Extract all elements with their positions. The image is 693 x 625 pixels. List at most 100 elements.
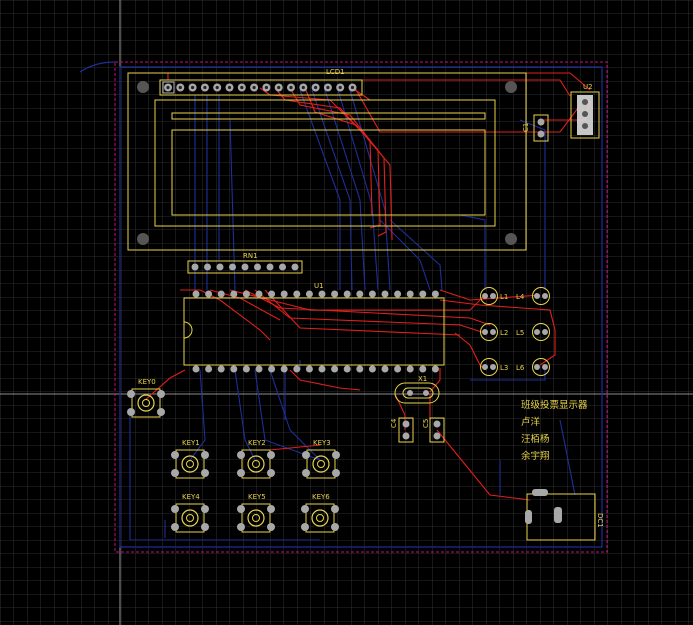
rn1-pads: [191, 263, 299, 271]
key-pad: [201, 505, 209, 513]
key-pad: [201, 523, 209, 531]
lcd-pad-hole: [264, 85, 268, 90]
key-switch-key0[interactable]: KEY0: [127, 378, 165, 418]
capacitor-c1[interactable]: C1: [522, 114, 549, 142]
lcd-pad-hole: [338, 85, 342, 90]
key-switch-key2[interactable]: KEY2: [237, 439, 275, 479]
led-pad: [534, 329, 540, 335]
u1-pad-top: [217, 290, 225, 298]
rn1-designator: RN1: [243, 252, 258, 260]
u1-pad-top: [368, 290, 376, 298]
x1-designator: X1: [418, 375, 427, 383]
led-pad: [482, 364, 488, 370]
key-switch-key6[interactable]: KEY6: [301, 493, 339, 533]
key3-designator: KEY3: [313, 439, 331, 447]
regulator-u2[interactable]: U2: [570, 83, 600, 139]
u1-pad-top: [318, 290, 326, 298]
led-l4[interactable]: L4: [516, 287, 550, 305]
u1-pads: [192, 290, 439, 373]
lcd-pad-hole: [326, 85, 330, 90]
key-pad: [201, 451, 209, 459]
title-line-3: 汪栢杨: [521, 433, 550, 445]
led-pad: [534, 293, 540, 299]
u1-pad-bottom: [368, 365, 376, 373]
u1-pad-bottom: [381, 365, 389, 373]
board-title-block: 班级投票显示器 卢洋 汪栢杨 余宇翔: [521, 399, 588, 462]
key-pad: [201, 469, 209, 477]
board-outline: [114, 61, 608, 553]
rn1-pad: [241, 263, 249, 271]
lcd-pad-hole: [289, 85, 293, 90]
resistor-network-rn1[interactable]: RN1: [187, 252, 303, 274]
lcd-pad-hole: [314, 85, 318, 90]
key-pad: [332, 451, 340, 459]
u1-pad-top: [356, 290, 364, 298]
rn1-pad: [229, 263, 236, 271]
key5-designator: KEY5: [248, 493, 266, 501]
u1-pad-bottom: [293, 365, 301, 373]
u2-designator: U2: [583, 83, 593, 91]
led-l5[interactable]: L5: [516, 323, 550, 341]
key-switch-key4[interactable]: KEY4: [171, 493, 209, 533]
led-l2[interactable]: L2: [480, 323, 509, 341]
led-l6[interactable]: L6: [516, 358, 550, 376]
u1-pad-bottom: [217, 365, 225, 373]
led-l1[interactable]: L1: [480, 287, 509, 305]
key-pad: [267, 451, 275, 459]
lcd-module[interactable]: LCD1: [127, 68, 527, 251]
key-pad: [127, 390, 135, 398]
led-l3[interactable]: L3: [480, 358, 509, 376]
rn1-pad: [266, 263, 274, 271]
rn1-pad: [254, 263, 261, 271]
key-pad: [302, 469, 310, 477]
u1-pad-bottom: [356, 365, 364, 373]
key-pad: [171, 451, 179, 459]
key-pad: [237, 469, 245, 477]
key0-designator: KEY0: [138, 378, 156, 386]
u1-pad-top: [230, 290, 238, 298]
lcd-pad-hole: [215, 85, 219, 90]
u1-pad-top: [331, 290, 339, 298]
key-pad: [237, 523, 245, 531]
u1-pad-top: [255, 290, 263, 298]
key2-designator: KEY2: [248, 439, 266, 447]
key-pad: [301, 523, 309, 531]
mcu-u1[interactable]: U1: [183, 282, 445, 366]
u1-pad-top: [406, 290, 414, 298]
dc-jack-dc1[interactable]: DC1: [525, 489, 604, 541]
u1-pad-top: [419, 290, 427, 298]
key-pad: [331, 505, 339, 513]
lcd-pad-hole: [350, 85, 355, 90]
u1-pad-bottom: [280, 365, 288, 373]
lcd-pad-hole: [252, 85, 256, 90]
key6-designator: KEY6: [312, 493, 330, 501]
rn1-pad: [191, 263, 199, 271]
u1-designator: U1: [314, 282, 324, 290]
dc1-designator: DC1: [596, 513, 604, 528]
u1-pad-bottom: [205, 365, 213, 373]
u1-pad-bottom: [230, 365, 238, 373]
u1-pad-bottom: [305, 365, 313, 373]
stray-trace: [79, 61, 116, 73]
capacitor-c5[interactable]: C5: [422, 417, 445, 443]
key-switch-key1[interactable]: KEY1: [171, 439, 209, 479]
key-switch-key3[interactable]: KEY3: [302, 439, 340, 479]
u1-pad-bottom: [419, 365, 427, 373]
lcd-header-pads: [162, 81, 357, 94]
key4-designator: KEY4: [182, 493, 200, 501]
l1-designator: L1: [500, 293, 508, 301]
u1-pad-top: [205, 290, 213, 298]
key-switch-key5[interactable]: KEY5: [237, 493, 275, 533]
key-pad: [127, 408, 135, 416]
crystal-x1[interactable]: X1: [394, 375, 440, 404]
capacitor-c4[interactable]: C4: [390, 417, 414, 443]
key-pad: [302, 451, 310, 459]
u1-pad-bottom: [318, 365, 326, 373]
title-line-1: 班级投票显示器: [521, 399, 588, 411]
lcd-pad-hole: [227, 85, 232, 90]
rn1-pad: [279, 263, 286, 271]
u1-pad-bottom: [331, 365, 339, 373]
l3-designator: L3: [500, 364, 508, 372]
